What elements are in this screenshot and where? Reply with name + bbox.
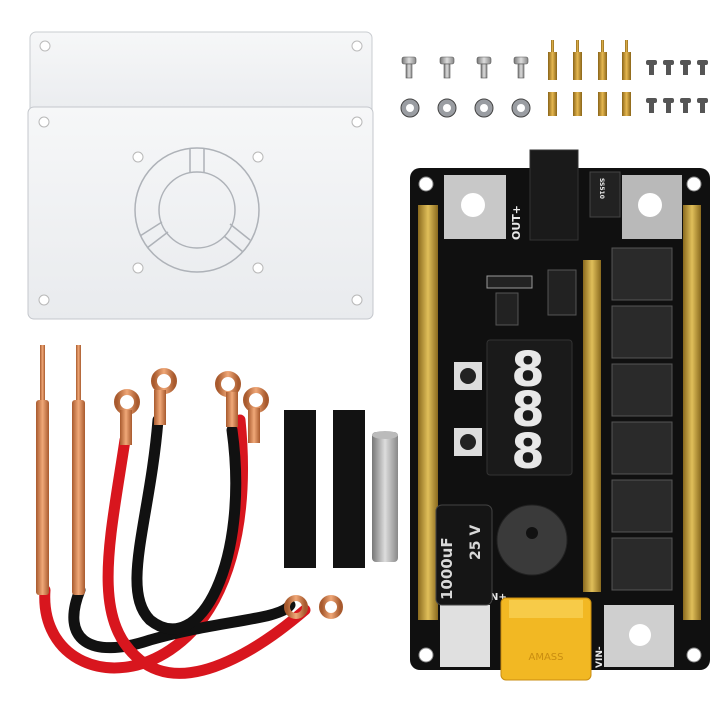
capacitor-value: 1000uF [438,537,456,600]
spot-welder-board: OUT+ N+ SS510 8 8 8 1000uF 25 V [410,149,710,681]
copper-busbar-right [683,205,701,620]
welding-pen-left [36,345,49,595]
electrolytic-capacitor: 1000uF 25 V [435,504,493,606]
ic-chip [495,292,519,326]
display-digit: 8 [511,382,544,438]
push-button-1[interactable] [454,362,482,390]
brass-standoff [548,40,557,80]
insulation-tape-strip [333,410,365,568]
xt60-connector: AMASS [500,597,592,681]
black-cable [68,584,296,654]
copper-busbar-middle [583,260,601,592]
screw [439,56,455,79]
dc-jack [529,149,579,241]
terminal-pad-in [440,605,490,667]
red-cable [39,414,248,674]
screw [513,56,529,79]
screw [401,56,417,79]
nickel-strip-roll [372,431,398,562]
display-digit: 8 [511,424,544,480]
acrylic-case [27,31,374,320]
diode-label: SS510 [598,178,605,199]
input-label: N+ [490,592,507,603]
brass-standoff [622,40,631,80]
copper-busbar-left [418,205,438,620]
capacitor-voltage: 25 V [468,525,484,560]
push-button-2[interactable] [454,428,482,456]
connector-brand: AMASS [528,652,563,663]
display-digit: 8 [511,342,544,398]
diode [589,171,621,218]
brass-standoff [573,40,582,80]
welding-pen-right [72,345,85,595]
screw [476,56,492,79]
seven-segment-display: 8 8 8 [486,339,573,480]
screws-and-standoffs [400,40,708,118]
vin-label: VIN- [595,646,605,668]
acrylic-front-plate [27,106,374,320]
fan-cutout [134,147,260,273]
regulator [547,269,577,316]
insulation-tape-strip [284,410,316,568]
out-plus-label: OUT+ [510,205,523,240]
buzzer [496,504,568,576]
mosfet-array [611,247,673,591]
brass-standoff [598,40,607,80]
welding-cables [39,414,311,679]
